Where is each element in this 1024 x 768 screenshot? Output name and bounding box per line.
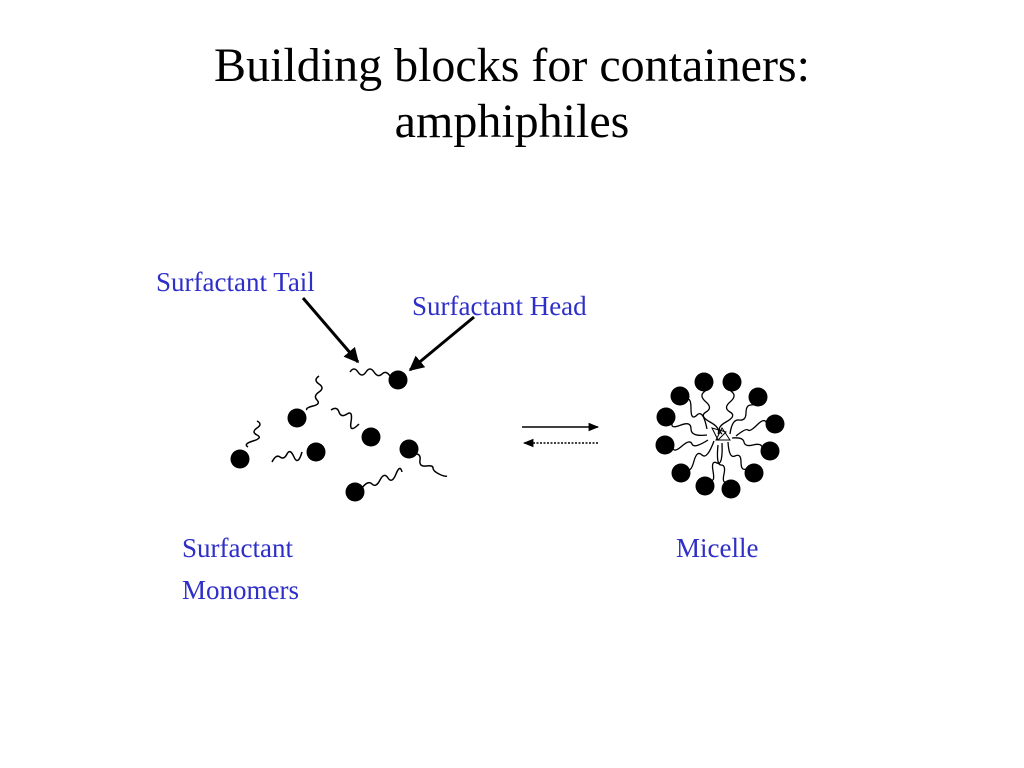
surfactant-tail-label: Surfactant Tail	[156, 267, 315, 297]
micelle-heads	[655, 372, 785, 499]
slide-title: Building blocks for containers: amphiphi…	[0, 38, 1024, 150]
head-pointer-arrow	[408, 315, 475, 372]
micelle	[655, 372, 785, 499]
tail-pointer-arrow	[301, 297, 360, 364]
micelle-core-tangle	[711, 427, 731, 441]
surfactant-monomer	[345, 467, 403, 502]
surfactant-monomer	[399, 439, 448, 477]
surfactant-monomer	[287, 375, 323, 428]
surfactant-monomer	[349, 368, 408, 390]
monomers-label: Surfactant Monomers	[182, 527, 299, 611]
monomers-label-line-1: Surfactant	[182, 533, 293, 563]
surfactant-monomer	[271, 442, 326, 463]
monomers-label-line-2: Monomers	[182, 575, 299, 605]
surfactant-monomer	[230, 420, 261, 469]
title-line-1: Building blocks for containers:	[214, 39, 810, 92]
title-line-2: amphiphiles	[394, 95, 630, 148]
surfactant-head-label: Surfactant Head	[412, 291, 587, 321]
surfactant-monomer	[330, 407, 381, 447]
micelle-label: Micelle	[676, 533, 759, 563]
